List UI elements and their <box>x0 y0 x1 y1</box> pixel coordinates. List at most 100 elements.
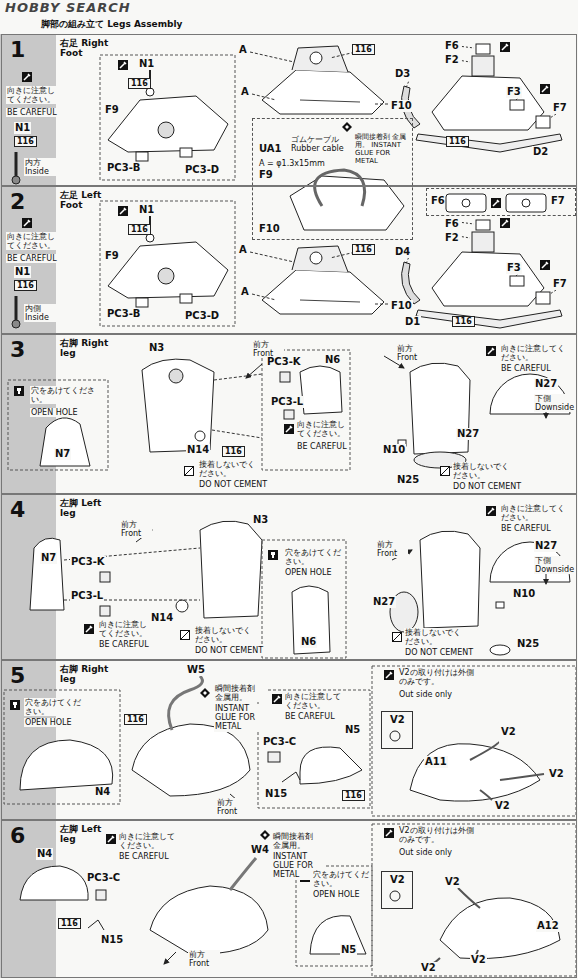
part-number: F2 <box>444 54 460 66</box>
part-number: V2 <box>444 876 461 888</box>
part-number: PC3-L <box>270 396 304 408</box>
part-number: F6 <box>444 40 460 52</box>
step-number: 4 <box>10 497 25 522</box>
note-text: OPEN HOLE <box>284 568 333 577</box>
note-text: BE CAREFUL <box>284 712 336 721</box>
part-number: F2 <box>444 232 460 244</box>
part-number: F7 <box>552 278 568 290</box>
part-number: N1 <box>14 266 31 278</box>
box-text: UA1 <box>259 143 282 155</box>
inset-box: UA1 ゴムケーブル Rubber cable A = φ1.3x15mm 瞬間接着剤… <box>252 118 413 240</box>
note-text: DO NOT CEMENT <box>194 646 264 655</box>
part-number: PC3-B <box>106 162 141 174</box>
callout-number: 116 <box>222 446 245 457</box>
step-title: 左足 Left Foot <box>60 190 110 211</box>
note-text: 向きに注意してください。 <box>6 86 58 104</box>
part-number: N15 <box>100 934 124 946</box>
part-number: N10 <box>512 588 536 600</box>
part-number: N15 <box>264 788 288 800</box>
part-number: F9 <box>104 104 120 116</box>
note-text: DO NOT CEMENT <box>198 480 268 489</box>
part-number: F10 <box>390 100 413 112</box>
note-text: 内方 Inside <box>24 158 56 176</box>
note-text: DO NOT CEMENT <box>404 648 474 657</box>
callout-number: 116 <box>446 136 469 147</box>
note-text: 瞬間接着剤 金属用。 <box>272 832 324 850</box>
callout-number: 116 <box>124 714 147 725</box>
note-text: BE CAREFUL <box>500 524 552 533</box>
part-number: A12 <box>536 920 560 932</box>
part-number: N1 <box>138 58 155 70</box>
note-text: 前方 Front <box>396 344 428 362</box>
part-number: N1 <box>14 122 31 134</box>
part-number: N3 <box>252 514 269 526</box>
step-title: 右脚 Right leg <box>60 338 110 359</box>
step-panel: 2 左足 Left Foot <box>1 186 577 334</box>
note-text: 向きに注意してください。 <box>118 832 176 850</box>
callout-number: 116 <box>14 136 37 147</box>
page-title: 脚部の組み立て Legs Assembly <box>40 19 183 29</box>
part-number: N7 <box>54 448 71 460</box>
part-number: N27 <box>534 378 558 390</box>
box-text: A = φ1.3x15mm <box>259 159 325 168</box>
part-box: V2 <box>381 711 413 749</box>
note-text: BE CAREFUL <box>6 254 58 263</box>
part-number: A <box>240 86 250 98</box>
box-text: F9 <box>259 169 273 181</box>
note-text: OPEN HOLE <box>24 718 73 727</box>
callout-number: 116 <box>128 78 151 89</box>
step-title: 左脚 Left leg <box>60 824 110 845</box>
box-text: F10 <box>259 223 280 235</box>
part-number: PC3-B <box>106 308 141 320</box>
part-number: N25 <box>396 474 420 486</box>
note-text: 向きに注意してください。 <box>296 420 348 438</box>
step-number: 6 <box>10 823 25 848</box>
part-number: A <box>238 44 248 56</box>
note-text: 接着しないでください。 <box>198 460 260 478</box>
part-number: N4 <box>94 786 111 798</box>
part-number: N6 <box>300 636 317 648</box>
note-text: 接着しないでください。 <box>404 628 466 646</box>
note-text: V2の取り付けは外側のみです。 <box>398 826 480 844</box>
part-number: F10 <box>390 300 413 312</box>
part-number: N3 <box>148 342 165 354</box>
note-text: BE CAREFUL <box>98 640 150 649</box>
step-title: 右足 Right Foot <box>60 38 110 59</box>
part-number: W5 <box>186 664 206 676</box>
box-text: 瞬間接着剤 金属用。 INSTANT GLUE FOR METAL <box>355 133 409 165</box>
part-number: D1 <box>404 316 421 328</box>
note-text: 瞬間接着剤 金属用。 <box>214 684 266 702</box>
note-text: OPEN HOLE <box>312 890 361 899</box>
part-number: PC3-D <box>184 164 220 176</box>
inset-box: F6F7 <box>426 188 576 216</box>
note-text: 接着しないでください。 <box>194 626 256 644</box>
note-text: 前方 Front <box>120 520 152 538</box>
note-text: 内側 Inside <box>24 304 56 322</box>
note-text: 前方 Front <box>376 540 408 558</box>
note-text: 向きに注意してください。 <box>98 620 150 638</box>
note-text: 穴をあけてください。 <box>24 698 86 716</box>
note-text: 向きに注意してください。 <box>500 504 566 522</box>
step-number: 1 <box>10 37 25 62</box>
part-number: N27 <box>372 596 396 608</box>
part-number: PC3-L <box>70 590 104 602</box>
note-text: BE CAREFUL <box>296 442 348 451</box>
step-number: 2 <box>10 189 25 214</box>
part-number: A <box>238 244 248 256</box>
callout-number: 116 <box>342 790 365 801</box>
step-title: 右脚 Right leg <box>60 664 110 685</box>
part-number: N6 <box>324 354 341 366</box>
note-text: 前方 Front <box>216 798 248 816</box>
note-text: 下側 Downside <box>534 394 576 412</box>
box-text: ゴムケーブル Rubber cable <box>291 135 345 153</box>
part-number: PC3-K <box>70 556 106 568</box>
part-number: F7 <box>552 102 568 114</box>
callout-number: 116 <box>58 918 81 929</box>
note-text: 穴をあけてください。 <box>30 386 102 404</box>
note-text: BE CAREFUL <box>118 852 170 861</box>
part-number: V2 <box>500 726 517 738</box>
part-number: V2 <box>494 800 511 812</box>
note-text: 前方 Front <box>188 950 220 968</box>
part-number: D2 <box>532 146 549 158</box>
step-number: 5 <box>10 663 25 688</box>
